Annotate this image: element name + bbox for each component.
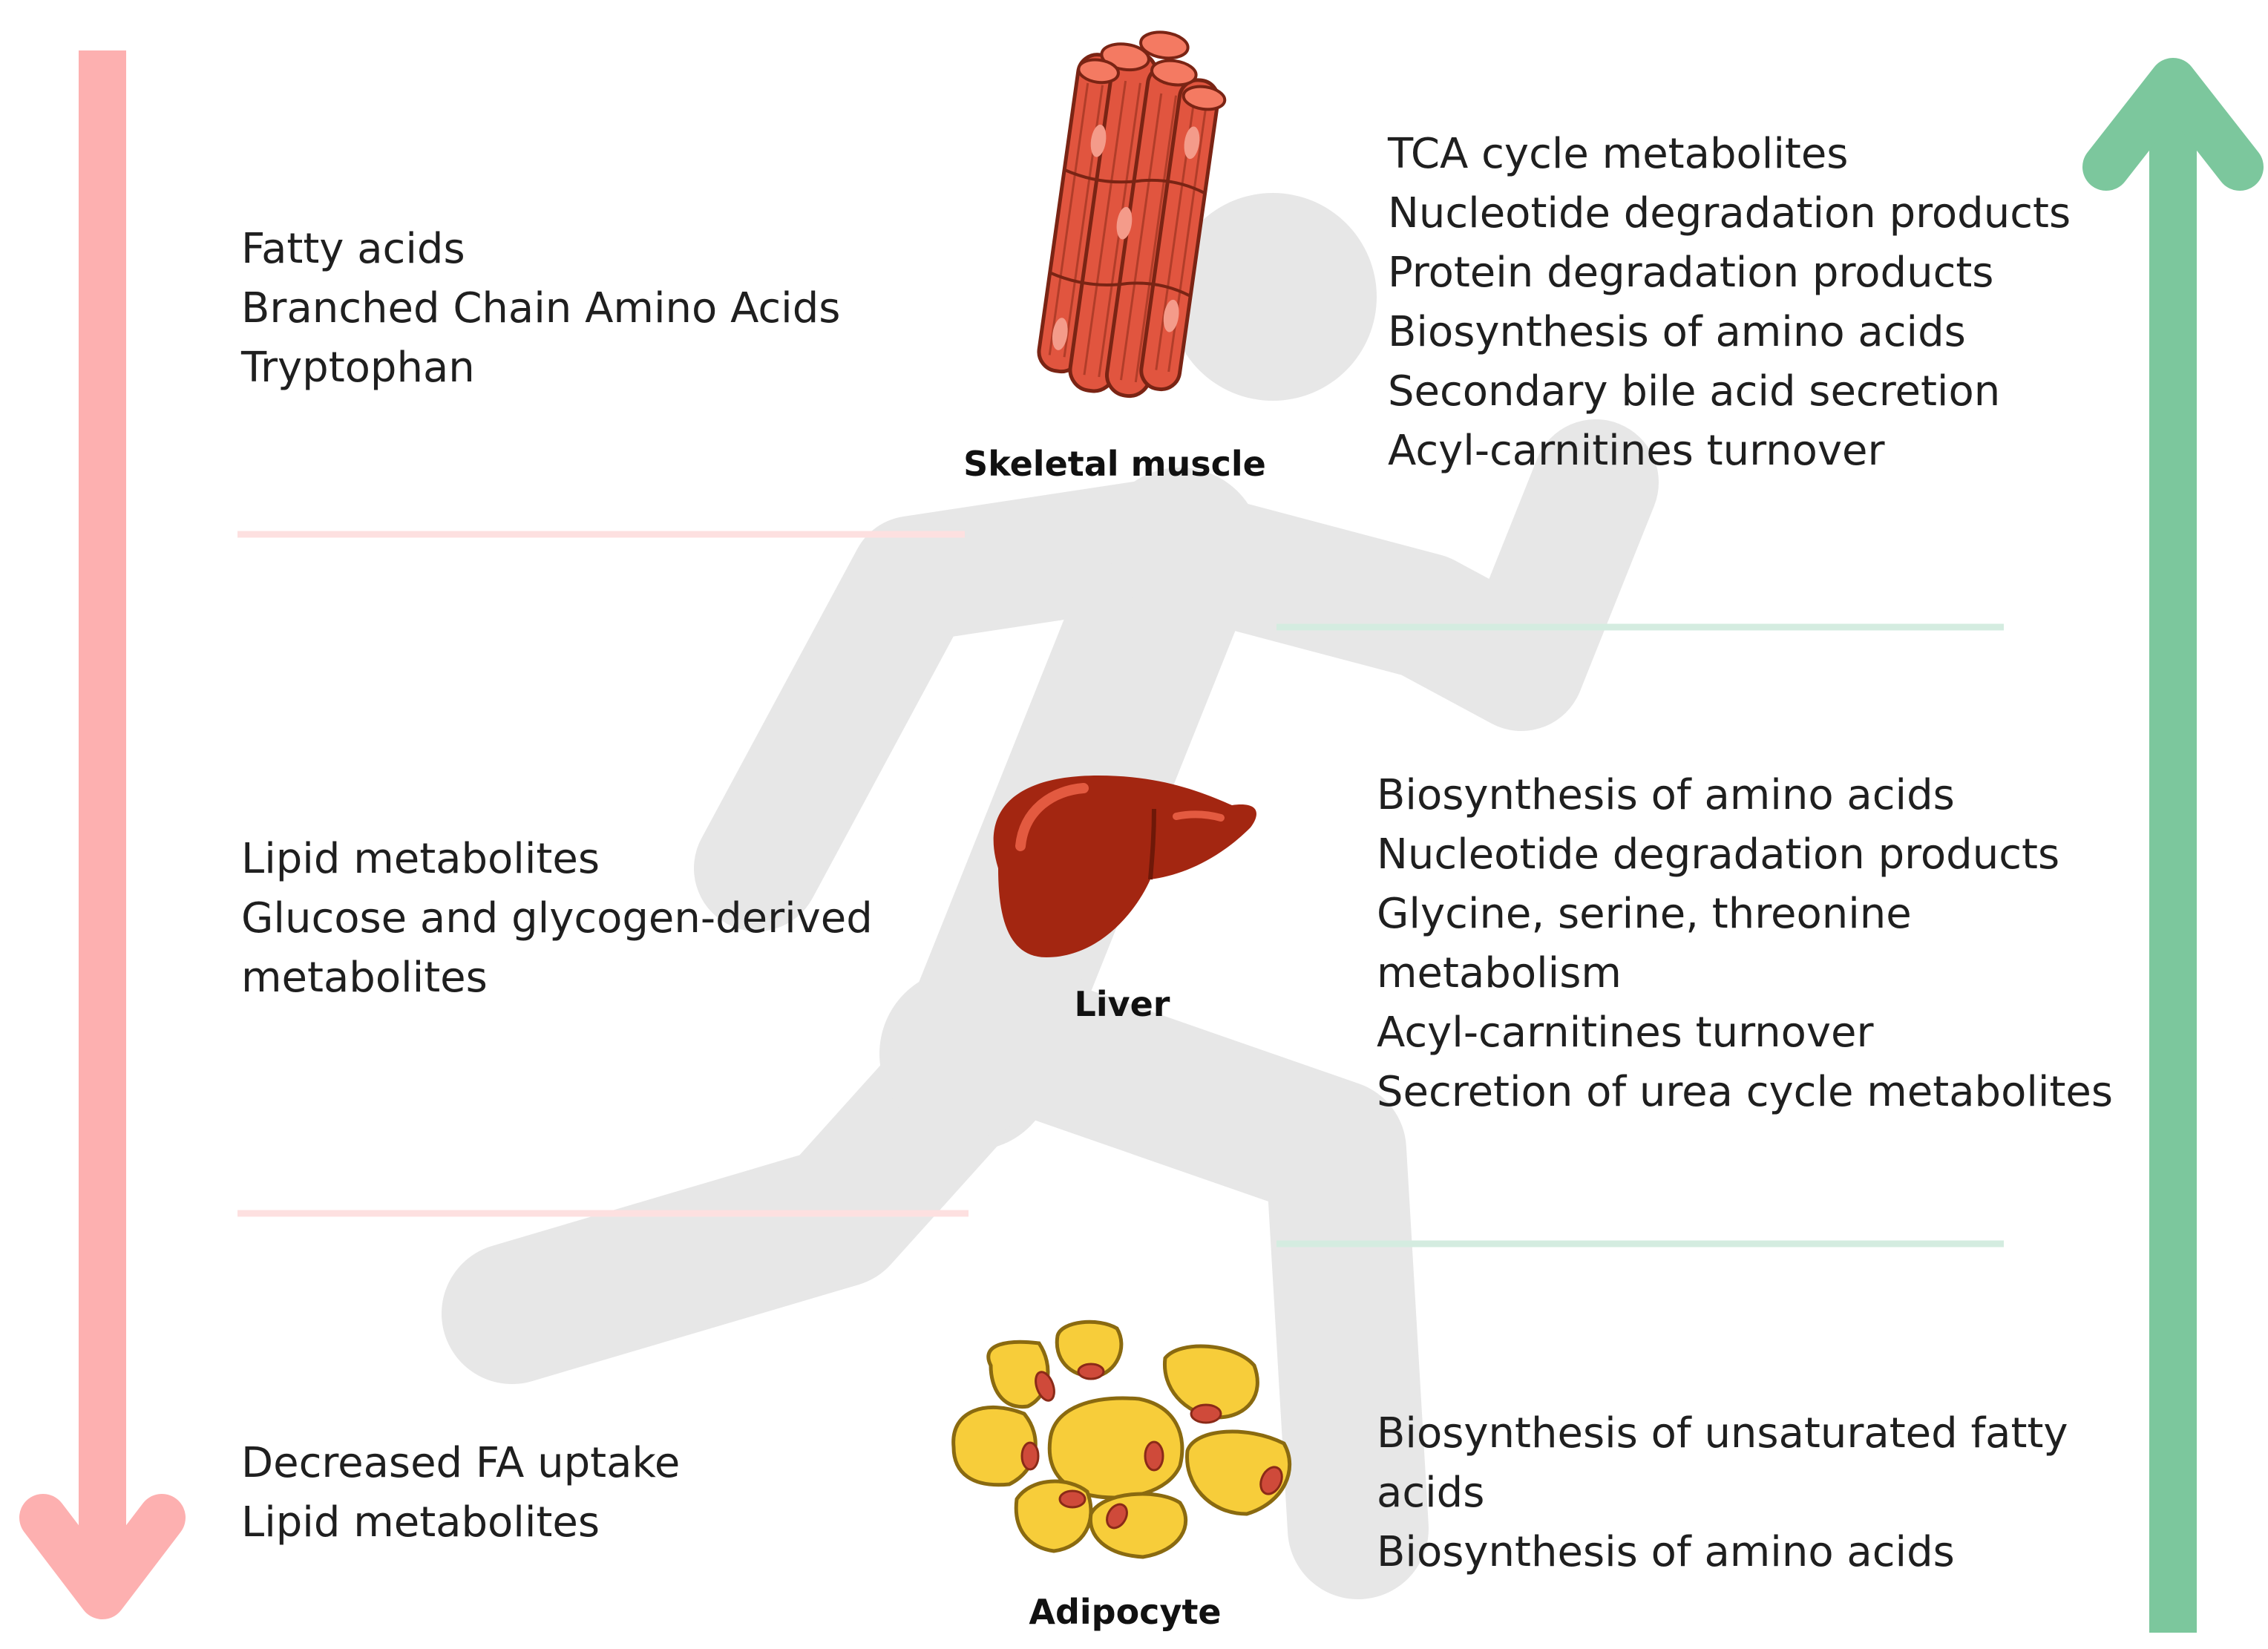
list-item: Biosynthesis of amino acids bbox=[1377, 1528, 1955, 1576]
adipocyte-label: Adipocyte bbox=[1029, 1592, 1222, 1632]
list-item: Lipid metabolites bbox=[241, 1498, 600, 1547]
skeletal-muscle-label: Skeletal muscle bbox=[963, 444, 1266, 484]
list-item: Biosynthesis of amino acids bbox=[1377, 771, 1955, 819]
list-item: Nucleotide degradation products bbox=[1388, 189, 2071, 237]
list-item: Glucose and glycogen-derived bbox=[241, 894, 873, 942]
adipocyte-decreased-list: Decreased FA uptake Lipid metabolites bbox=[241, 1434, 680, 1553]
liver-increased-list: Biosynthesis of amino acids Nucleotide d… bbox=[1377, 766, 2113, 1122]
list-item: acids bbox=[1377, 1469, 1485, 1517]
liver-decreased-list: Lipid metabolites Glucose and glycogen-d… bbox=[241, 830, 873, 1008]
list-item: Protein degradation products bbox=[1388, 249, 1994, 297]
list-item: Acyl-carnitines turnover bbox=[1377, 1009, 1874, 1057]
adipocyte-increased-list: Biosynthesis of unsaturated fatty acids … bbox=[1377, 1404, 2068, 1582]
list-item: Nucleotide degradation products bbox=[1377, 830, 2060, 879]
list-item: Biosynthesis of amino acids bbox=[1388, 308, 1966, 356]
list-item: metabolites bbox=[241, 954, 488, 1002]
liver-label: Liver bbox=[1074, 984, 1170, 1024]
adipocyte-icon bbox=[951, 1319, 1292, 1559]
list-item: Biosynthesis of unsaturated fatty bbox=[1377, 1409, 2068, 1458]
muscle-decreased-list: Fatty acids Branched Chain Amino Acids T… bbox=[241, 220, 840, 398]
list-item: Decreased FA uptake bbox=[241, 1439, 681, 1487]
arrow-down-icon bbox=[19, 50, 186, 1619]
arrow-up-icon bbox=[2082, 58, 2264, 1633]
list-item: metabolism bbox=[1377, 949, 1622, 997]
list-item: Branched Chain Amino Acids bbox=[241, 284, 841, 332]
list-item: Secretion of urea cycle metabolites bbox=[1377, 1068, 2114, 1116]
skeletal-muscle-icon bbox=[1037, 30, 1227, 399]
list-item: Lipid metabolites bbox=[241, 835, 600, 883]
list-item: Secondary bile acid secretion bbox=[1388, 367, 2001, 416]
list-item: Acyl-carnitines turnover bbox=[1388, 427, 1885, 475]
list-item: TCA cycle metabolites bbox=[1388, 130, 1849, 178]
muscle-increased-list: TCA cycle metabolites Nucleotide degrada… bbox=[1388, 125, 2071, 481]
list-item: Fatty acids bbox=[241, 225, 465, 273]
list-item: Glycine, serine, threonine bbox=[1377, 890, 1912, 938]
liver-icon bbox=[993, 776, 1256, 957]
list-item: Tryptophan bbox=[241, 344, 475, 392]
